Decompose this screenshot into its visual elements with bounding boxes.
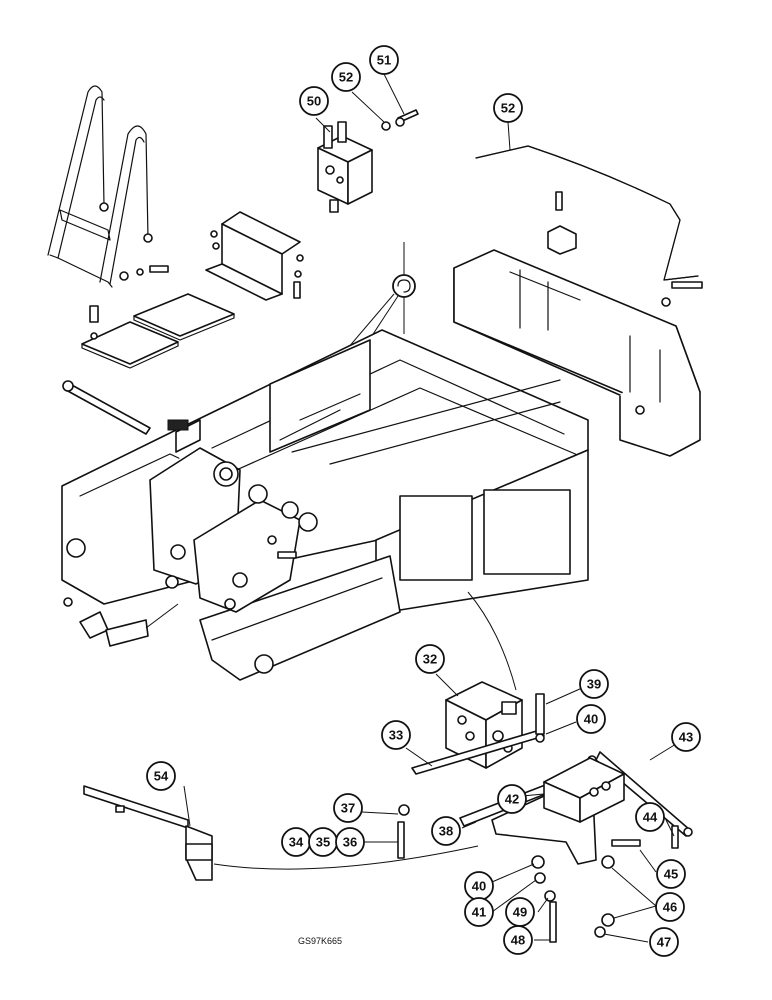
callout-52-top: 52 — [331, 62, 361, 92]
access-ladder — [47, 85, 169, 288]
cover-plates — [81, 293, 235, 369]
callout-35: 35 — [308, 827, 338, 857]
callout-40-lower: 40 — [464, 871, 494, 901]
callout-label: 50 — [307, 94, 321, 109]
callout-54: 54 — [146, 761, 176, 791]
callout-label: 39 — [587, 677, 601, 692]
callout-38: 38 — [431, 816, 461, 846]
mounting-bracket — [205, 211, 304, 301]
callout-label: 47 — [657, 935, 671, 950]
callout-label: 37 — [341, 801, 355, 816]
callout-label: 54 — [154, 769, 169, 784]
callout-49: 49 — [505, 897, 535, 927]
callout-33: 33 — [381, 720, 411, 750]
pivot-brackets — [149, 447, 318, 613]
callout-label: 51 — [377, 53, 391, 68]
callout-43: 43 — [671, 722, 701, 752]
callout-label: 33 — [389, 728, 403, 743]
callout-39: 39 — [579, 669, 609, 699]
pivot-pin — [63, 597, 179, 647]
callout-label: 42 — [505, 792, 519, 807]
callout-45: 45 — [656, 859, 686, 889]
callout-label: 49 — [513, 905, 527, 920]
callout-label: 36 — [343, 835, 357, 850]
callout-label: 38 — [439, 824, 453, 839]
callout-40-upper: 40 — [576, 704, 606, 734]
handrail-rod — [475, 145, 699, 281]
callout-32: 32 — [415, 644, 445, 674]
callout-41: 41 — [464, 897, 494, 927]
callout-47: 47 — [649, 927, 679, 957]
callout-label: 52 — [339, 70, 353, 85]
callout-label: 45 — [664, 867, 678, 882]
callout-label: 52 — [501, 101, 515, 116]
counterweight — [453, 249, 703, 457]
callout-label: 35 — [316, 835, 330, 850]
callout-51: 51 — [369, 45, 399, 75]
callout-52-right: 52 — [493, 93, 523, 123]
valve-block-42 — [543, 757, 625, 823]
callout-label: 43 — [679, 730, 693, 745]
callout-34: 34 — [281, 827, 311, 857]
fasteners-bottom — [397, 693, 679, 943]
control-valve-top — [317, 121, 373, 213]
callout-label: 44 — [643, 810, 658, 825]
bracket-54 — [83, 785, 479, 881]
callout-label: 41 — [472, 905, 486, 920]
long-pin — [62, 380, 151, 435]
callout-37: 37 — [333, 793, 363, 823]
callout-label: 46 — [663, 900, 677, 915]
callout-label: 40 — [584, 712, 598, 727]
callout-label: 32 — [423, 652, 437, 667]
callout-36: 36 — [335, 827, 365, 857]
callout-50: 50 — [299, 86, 329, 116]
callout-label: 40 — [472, 879, 486, 894]
bolt-nut-top — [381, 109, 419, 131]
callout-label: 48 — [511, 933, 525, 948]
drawing-reference-code: GS97K665 — [298, 936, 342, 946]
callout-44: 44 — [635, 802, 665, 832]
callout-46: 46 — [655, 892, 685, 922]
callout-48: 48 — [503, 925, 533, 955]
callout-42: 42 — [497, 784, 527, 814]
callout-label: 34 — [289, 835, 304, 850]
leader-lines — [183, 73, 677, 943]
